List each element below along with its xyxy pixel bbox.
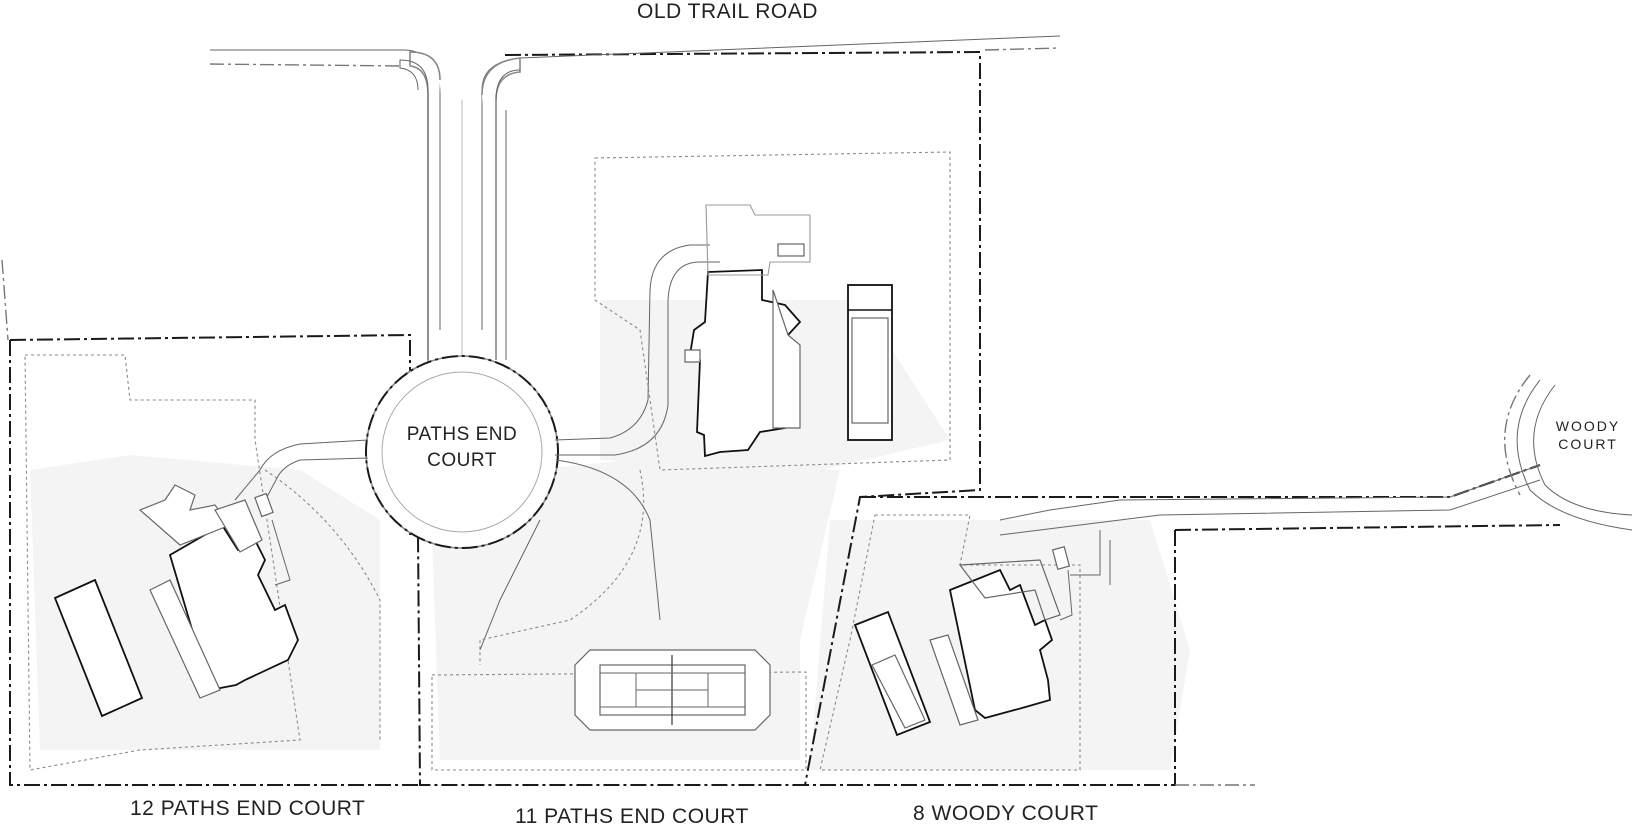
woody-court-label-line1: WOODY [1555, 418, 1621, 434]
driveway-lot-11-south [479, 459, 661, 651]
car-icon-lot-8 [1051, 546, 1071, 570]
cul-de-sac-label-line1: PATHS END [406, 424, 518, 445]
car-icon-lot-11 [777, 243, 805, 257]
pool-lot-11 [851, 317, 889, 424]
cul-de-sac-inner [381, 371, 543, 533]
porch-lot-8 [929, 634, 979, 726]
entry-lot-11 [684, 349, 701, 363]
setback-arc-lot-12 [264, 469, 381, 740]
lot-label-8-woody-court: 8 WOODY COURT [913, 802, 1099, 825]
car-icon-lot-12 [254, 492, 274, 518]
woody-court-driveway-branch [1070, 530, 1111, 585]
road-east-edge [495, 69, 521, 360]
driveway-lot-12 [234, 439, 369, 511]
walkway-lot-12 [271, 519, 291, 586]
pool-house-lot-12 [53, 578, 144, 718]
woody-court-label: WOODY COURT [1547, 417, 1629, 453]
walkway-lot-8 [1059, 569, 1073, 621]
motor-court-lot-11 [705, 204, 811, 276]
setback-lot-11-north [594, 151, 951, 471]
setback-lot-11-south [431, 671, 807, 771]
old-trail-road-edge [210, 35, 1061, 330]
lot-label-12-paths-end-court: 12 PATHS END COURT [130, 797, 366, 820]
cul-de-sac-label: PATHS END COURT [396, 422, 528, 474]
property-line-north-road [209, 47, 1061, 67]
road-name-old-trail-road: OLD TRAIL ROAD [637, 0, 818, 23]
setback-lot-12 [24, 354, 301, 771]
porch-lot-12 [138, 484, 231, 546]
woody-court-driveway [999, 464, 1541, 536]
cul-de-sac-label-line2: COURT [427, 450, 497, 471]
driveway-lot-11-north [554, 244, 720, 456]
woody-court-cul-de-sac [1516, 379, 1632, 531]
property-line-west-edge [1, 259, 9, 341]
house-lot-8 [948, 568, 1054, 719]
setback-lot-8 [819, 514, 1081, 771]
garage-lot-12 [214, 499, 263, 553]
pool-lot-8 [871, 654, 926, 729]
cul-de-sac-boundary [365, 355, 559, 549]
porch-lot-11 [772, 289, 801, 429]
woody-court-boundary [1504, 374, 1531, 496]
lot-label-11-paths-end-court: 11 PATHS END COURT [515, 805, 749, 828]
road-west-edge [399, 59, 429, 370]
pool-lot-12 [149, 579, 221, 699]
garage-lot-8 [958, 559, 1061, 621]
setback-arc-lot-11 [479, 469, 645, 665]
woody-court-label-line2: COURT [1558, 436, 1618, 452]
paths-end-court-road [409, 51, 521, 360]
